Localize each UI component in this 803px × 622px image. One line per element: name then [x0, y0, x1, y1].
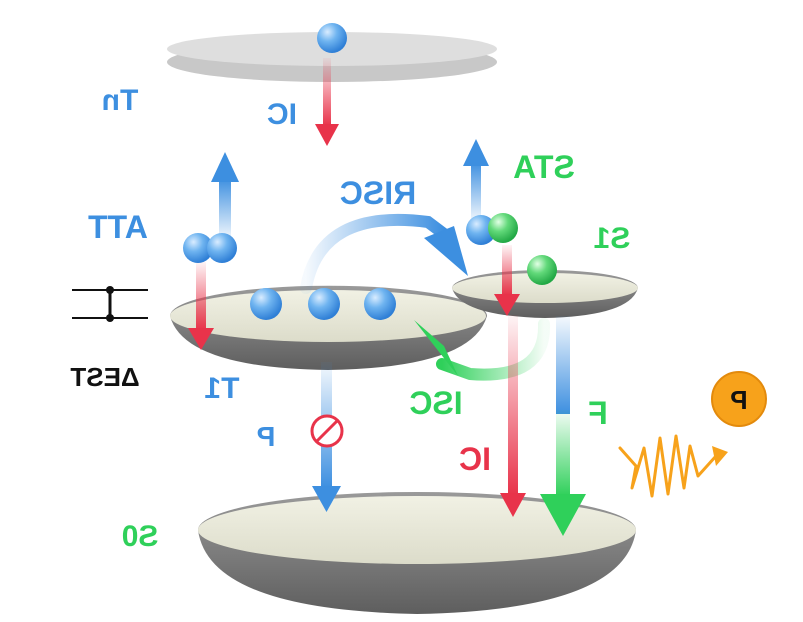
isc-label: ISC [409, 385, 462, 421]
delta-est-bracket [72, 286, 148, 322]
att-arrow-up [211, 152, 239, 240]
risc-arrow [300, 213, 468, 294]
att-electron-1 [183, 233, 213, 263]
att-label: ATT [88, 209, 148, 245]
t1-label: T1 [204, 372, 239, 405]
s1-relax-arrow [494, 245, 520, 316]
p-left-label: P [257, 421, 276, 452]
prohibited-icon [310, 414, 344, 448]
risc-label: RISC [340, 175, 416, 211]
s0-level-disk [198, 492, 636, 614]
tn-label: Tn [102, 84, 139, 117]
t1-relax-arrow [188, 262, 214, 350]
s1-electron-green [527, 255, 557, 285]
s1-label: S1 [594, 222, 631, 255]
sta-electron-blue [466, 215, 496, 245]
t1-electron-2 [308, 288, 340, 320]
photon-wave-icon [618, 434, 728, 498]
p-badge [711, 371, 767, 427]
isc-arrow [414, 318, 551, 381]
sta-arrow-up [463, 139, 489, 222]
att-electron-2 [207, 233, 237, 263]
sta-label: STA [513, 149, 575, 185]
sta-electron-green [488, 213, 518, 243]
p-badge-label: P [730, 385, 747, 415]
fluorescence-arrow [540, 316, 586, 536]
ic-right-label: IC [459, 441, 491, 477]
ic-arrow-top [315, 58, 339, 146]
ic-top-label: IC [267, 98, 297, 131]
ic-arrow-right [500, 315, 526, 517]
s0-label: S0 [122, 520, 159, 553]
delta-est-label: ΔEST [70, 362, 139, 392]
tn-electron [317, 23, 347, 53]
t1-electron-3 [364, 288, 396, 320]
t1-electron-1 [250, 288, 282, 320]
f-label: F [588, 395, 608, 431]
